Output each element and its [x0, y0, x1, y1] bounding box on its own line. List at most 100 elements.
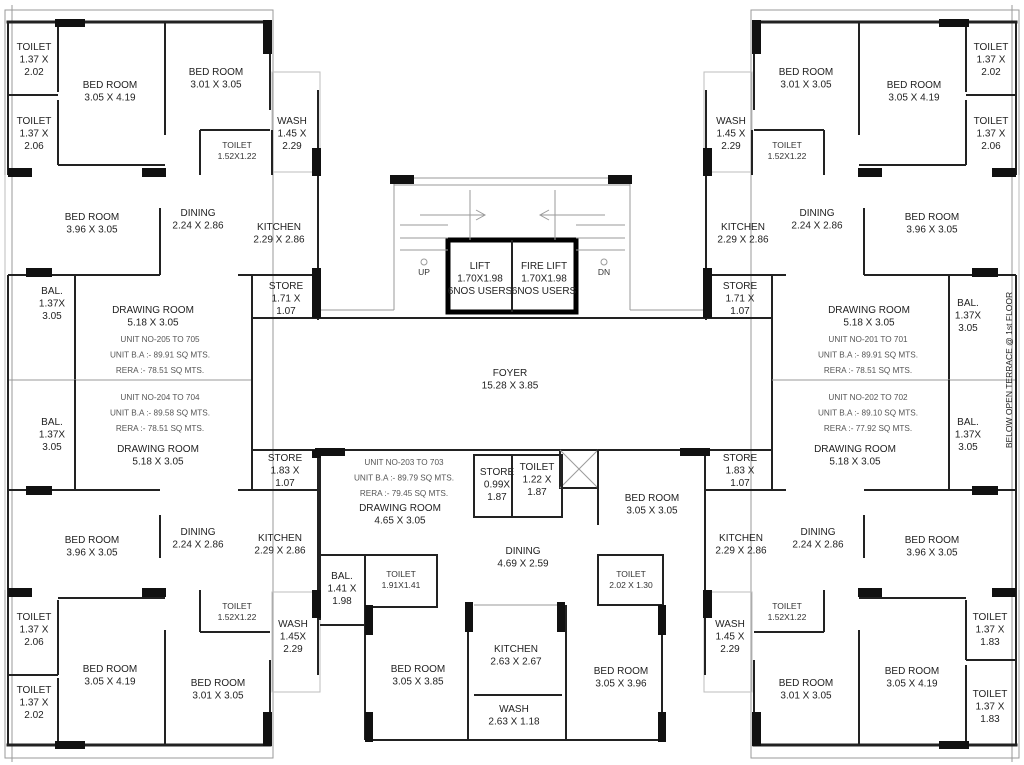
room-label-line: TOILET	[973, 689, 1008, 700]
room-label-line: BED ROOM	[83, 80, 137, 91]
room-label-line: WASH	[716, 116, 746, 127]
room-label-line: BAL.	[957, 298, 979, 309]
room-label-line: 4.69 X 2.59	[497, 559, 549, 570]
room-label-line: BED ROOM	[779, 678, 833, 689]
room-label-line: 1.07	[276, 306, 296, 317]
room-label-t-l-kitchen: KITCHEN 2.29 X 2.86	[253, 222, 305, 246]
room-label-line: 5.18 X 3.05	[829, 457, 881, 468]
room-label-line: 1.45 X	[717, 129, 746, 140]
room-label-line: 3.96 X 3.05	[66, 548, 118, 559]
room-label-line: RERA :- 79.45 SQ MTS.	[360, 489, 448, 498]
room-label-line: FOYER	[493, 368, 527, 379]
room-label-line: 2.24 X 2.86	[791, 221, 843, 232]
room-label-line: 1.45 X	[278, 129, 307, 140]
room-label-line: 3.05	[42, 311, 62, 322]
room-label-line: 2.29 X 2.86	[253, 235, 305, 246]
room-label-line: 1.41 X	[328, 584, 357, 595]
room-label-line: KITCHEN	[719, 533, 763, 544]
room-label-line: 3.05 X 4.19	[886, 679, 938, 690]
room-label-line: TOILET	[17, 116, 52, 127]
room-label-line: 3.01 X 3.05	[192, 691, 244, 702]
room-label-line: DRAWING ROOM	[828, 305, 910, 316]
room-label-line: TOILET	[772, 601, 802, 611]
room-label-line: 3.05	[958, 323, 978, 334]
room-label-c-bed3: BED ROOM 3.05 X 3.96	[594, 666, 648, 690]
room-label-b-l-dining: DINING 2.24 X 2.86	[172, 527, 224, 551]
room-label-line: 1.98	[332, 596, 352, 607]
room-label-line: TOILET	[772, 140, 802, 150]
room-label-line: 1.22 X	[523, 475, 552, 486]
room-label-line: BED ROOM	[65, 212, 119, 223]
room-label-line: UNIT NO-202 TO 702	[828, 393, 908, 402]
structural-columns	[8, 19, 1016, 749]
room-label-line: 2.63 X 1.18	[488, 717, 540, 728]
room-label-line: BED ROOM	[779, 67, 833, 78]
room-label-line: 3.05	[42, 442, 62, 453]
room-label-line: TOILET	[222, 601, 252, 611]
room-label-line: WASH	[715, 619, 745, 630]
room-label-line: KITCHEN	[258, 533, 302, 544]
room-label-line: 2.02	[24, 710, 44, 721]
room-label-line: BAL.	[41, 417, 63, 428]
room-label-line: UNIT B.A :- 89.79 SQ MTS.	[354, 474, 454, 483]
room-label-line: 3.05 X 3.96	[595, 679, 647, 690]
room-label-line: 2.06	[24, 141, 44, 152]
core-walls	[251, 178, 773, 518]
room-label-line: 1.37X	[39, 299, 65, 310]
room-label-line: BED ROOM	[594, 666, 648, 677]
room-label-line: DINING	[181, 527, 216, 538]
room-label-line: FIRE LIFT	[521, 261, 567, 272]
room-label-line: STORE	[723, 281, 758, 292]
room-label-line: 3.01 X 3.05	[780, 80, 832, 91]
room-label-line: BAL.	[957, 417, 979, 428]
room-label-line: 1.70X1.98	[457, 274, 503, 285]
room-label-line: 2.24 X 2.86	[172, 540, 224, 551]
room-label-line: 1.91X1.41	[382, 580, 421, 590]
room-label-line: 2.24 X 2.86	[172, 221, 224, 232]
unit-left-bottom-walls	[6, 380, 319, 747]
room-label-line: 1.87	[527, 487, 547, 498]
room-label-line: 3.96 X 3.05	[906, 225, 958, 236]
room-label-line: 1.45 X	[716, 632, 745, 643]
room-label-line: 1.83	[980, 637, 1000, 648]
room-label-line: KITCHEN	[257, 222, 301, 233]
room-label-line: 1.07	[730, 478, 750, 489]
room-label-line: 1.37X	[955, 430, 981, 441]
room-label-line: UP	[418, 267, 430, 277]
room-label-line: RERA :- 77.92 SQ MTS.	[824, 424, 912, 433]
outer-outline	[4, 5, 1020, 762]
